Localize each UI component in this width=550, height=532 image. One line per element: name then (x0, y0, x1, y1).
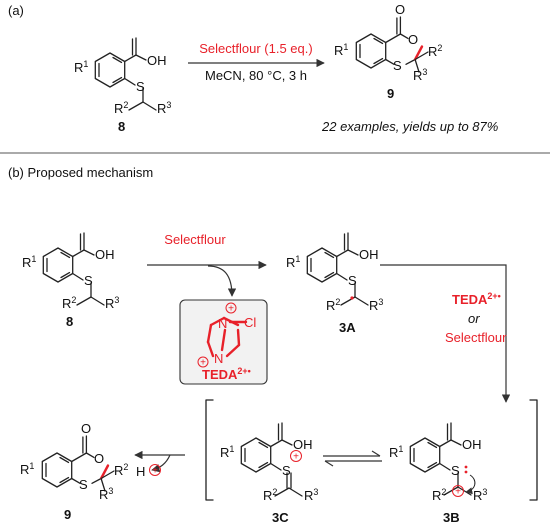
proton-loss-curve (151, 454, 171, 473)
lone-pair-dot-2-icon (464, 470, 468, 474)
atom-s-b: S (84, 273, 93, 288)
atom-o-carbonyl-b: O (81, 421, 91, 436)
atom-s-3c: S (282, 463, 291, 478)
oxidant-or: or (468, 311, 480, 326)
product-9-label-b: 9 (64, 507, 71, 522)
reagent-label-b: Selectflour (164, 232, 226, 247)
teda-plus-bottom-icon (197, 356, 209, 368)
atom-r1-b: R1 (22, 254, 36, 270)
atom-r3-b: R3 (105, 295, 119, 311)
atom-s-a: S (136, 79, 145, 94)
intermediate-3c-label: 3C (272, 510, 289, 525)
teda-n-top: N (218, 316, 227, 331)
lone-pair-dot-1-icon (464, 465, 468, 469)
teda-plus-top: + (228, 304, 234, 315)
atom-s-ring-b: S (79, 477, 88, 492)
atom-r3-a: R3 (157, 100, 171, 116)
atom-r3-product-a: R3 (413, 67, 427, 83)
atom-o-ring-b: O (94, 451, 104, 466)
atom-o-carbonyl-a: O (395, 2, 405, 17)
atom-r2-product-b: R2 (114, 462, 128, 478)
intermediate-3a-label: 3A (339, 320, 356, 335)
atom-oh-3b: OH (462, 437, 482, 452)
intermediate-3b-label: 3B (443, 510, 460, 525)
atom-r2-b: R2 (62, 295, 76, 311)
atom-oh-3a: OH (359, 247, 379, 262)
atom-r1-3a: R1 (286, 254, 300, 270)
product-9-label-a: 9 (387, 86, 394, 101)
atom-r1-product-b: R1 (20, 461, 34, 477)
oxidant-teda: TEDA2+• (452, 291, 501, 307)
radical-dot-3a-icon (350, 296, 354, 300)
compound-8-label-b: 8 (66, 314, 73, 329)
cation-3b-icon (452, 485, 464, 497)
cation-3b-plus: + (455, 487, 461, 498)
proton-plus: + (152, 466, 158, 477)
cation-3c-icon (290, 450, 302, 462)
teda-box-label: TEDA2+• (202, 366, 251, 382)
arrow-3a-to-3b (380, 264, 511, 403)
reagent-label-a: Selectflour (1.5 eq.) (199, 41, 312, 56)
oxidant-selectflour: Selectflour (445, 330, 507, 345)
atom-r3-3a: R3 (369, 297, 383, 313)
atom-r2-3b: R2 (432, 487, 446, 503)
atom-s-ring-a: S (393, 58, 402, 73)
teda-cl: Cl (244, 315, 256, 330)
atom-r3-3b: R3 (473, 487, 487, 503)
atom-r3-3c: R3 (304, 487, 318, 503)
atom-r1-product-a: R1 (334, 42, 348, 58)
atom-r2-a: R2 (114, 100, 128, 116)
electron-push-arrow-icon (465, 474, 476, 495)
atom-o-ring-a: O (408, 32, 418, 47)
teda-plus-top-icon (225, 302, 237, 314)
atom-oh-a: OH (147, 53, 167, 68)
teda-n-bottom: N (214, 351, 223, 366)
cation-3c-plus: + (293, 452, 299, 463)
intermediate-3a-structure (306, 232, 369, 306)
proton-label: H (136, 464, 145, 479)
teda-structure (206, 316, 248, 358)
compound-8-structure-b (42, 232, 105, 306)
atom-r1-a: R1 (74, 59, 88, 75)
atom-r2-product-a: R2 (428, 43, 442, 59)
scope-summary: 22 examples, yields up to 87% (321, 119, 498, 134)
atom-r1-3b: R1 (389, 444, 403, 460)
atom-r1-3c: R1 (220, 444, 234, 460)
atom-s-3a: S (348, 273, 357, 288)
bracket-right (529, 399, 538, 501)
atom-s-3b: S (451, 463, 460, 478)
teda-plus-bottom: + (200, 358, 206, 369)
part-a-label: (a) (8, 3, 24, 18)
part-b-label: (b) Proposed mechanism (8, 165, 153, 180)
bracket-left (205, 399, 214, 501)
intermediate-3c-structure (240, 422, 303, 497)
atom-oh-3c: OH (293, 437, 313, 452)
compound-8-structure (94, 37, 157, 111)
proton-plus-icon (149, 464, 161, 476)
atom-oh-b: OH (95, 247, 115, 262)
equilibrium-arrows (323, 450, 382, 467)
compound-8-label-a: 8 (118, 119, 125, 134)
atom-r2-3a: R2 (326, 297, 340, 313)
atom-r2-3c: R2 (263, 487, 277, 503)
intermediate-3b-structure (409, 422, 472, 496)
conditions-label-a: MeCN, 80 °C, 3 h (205, 68, 307, 83)
curved-arrow-to-teda (207, 265, 237, 297)
atom-r3-product-b: R3 (99, 486, 113, 502)
